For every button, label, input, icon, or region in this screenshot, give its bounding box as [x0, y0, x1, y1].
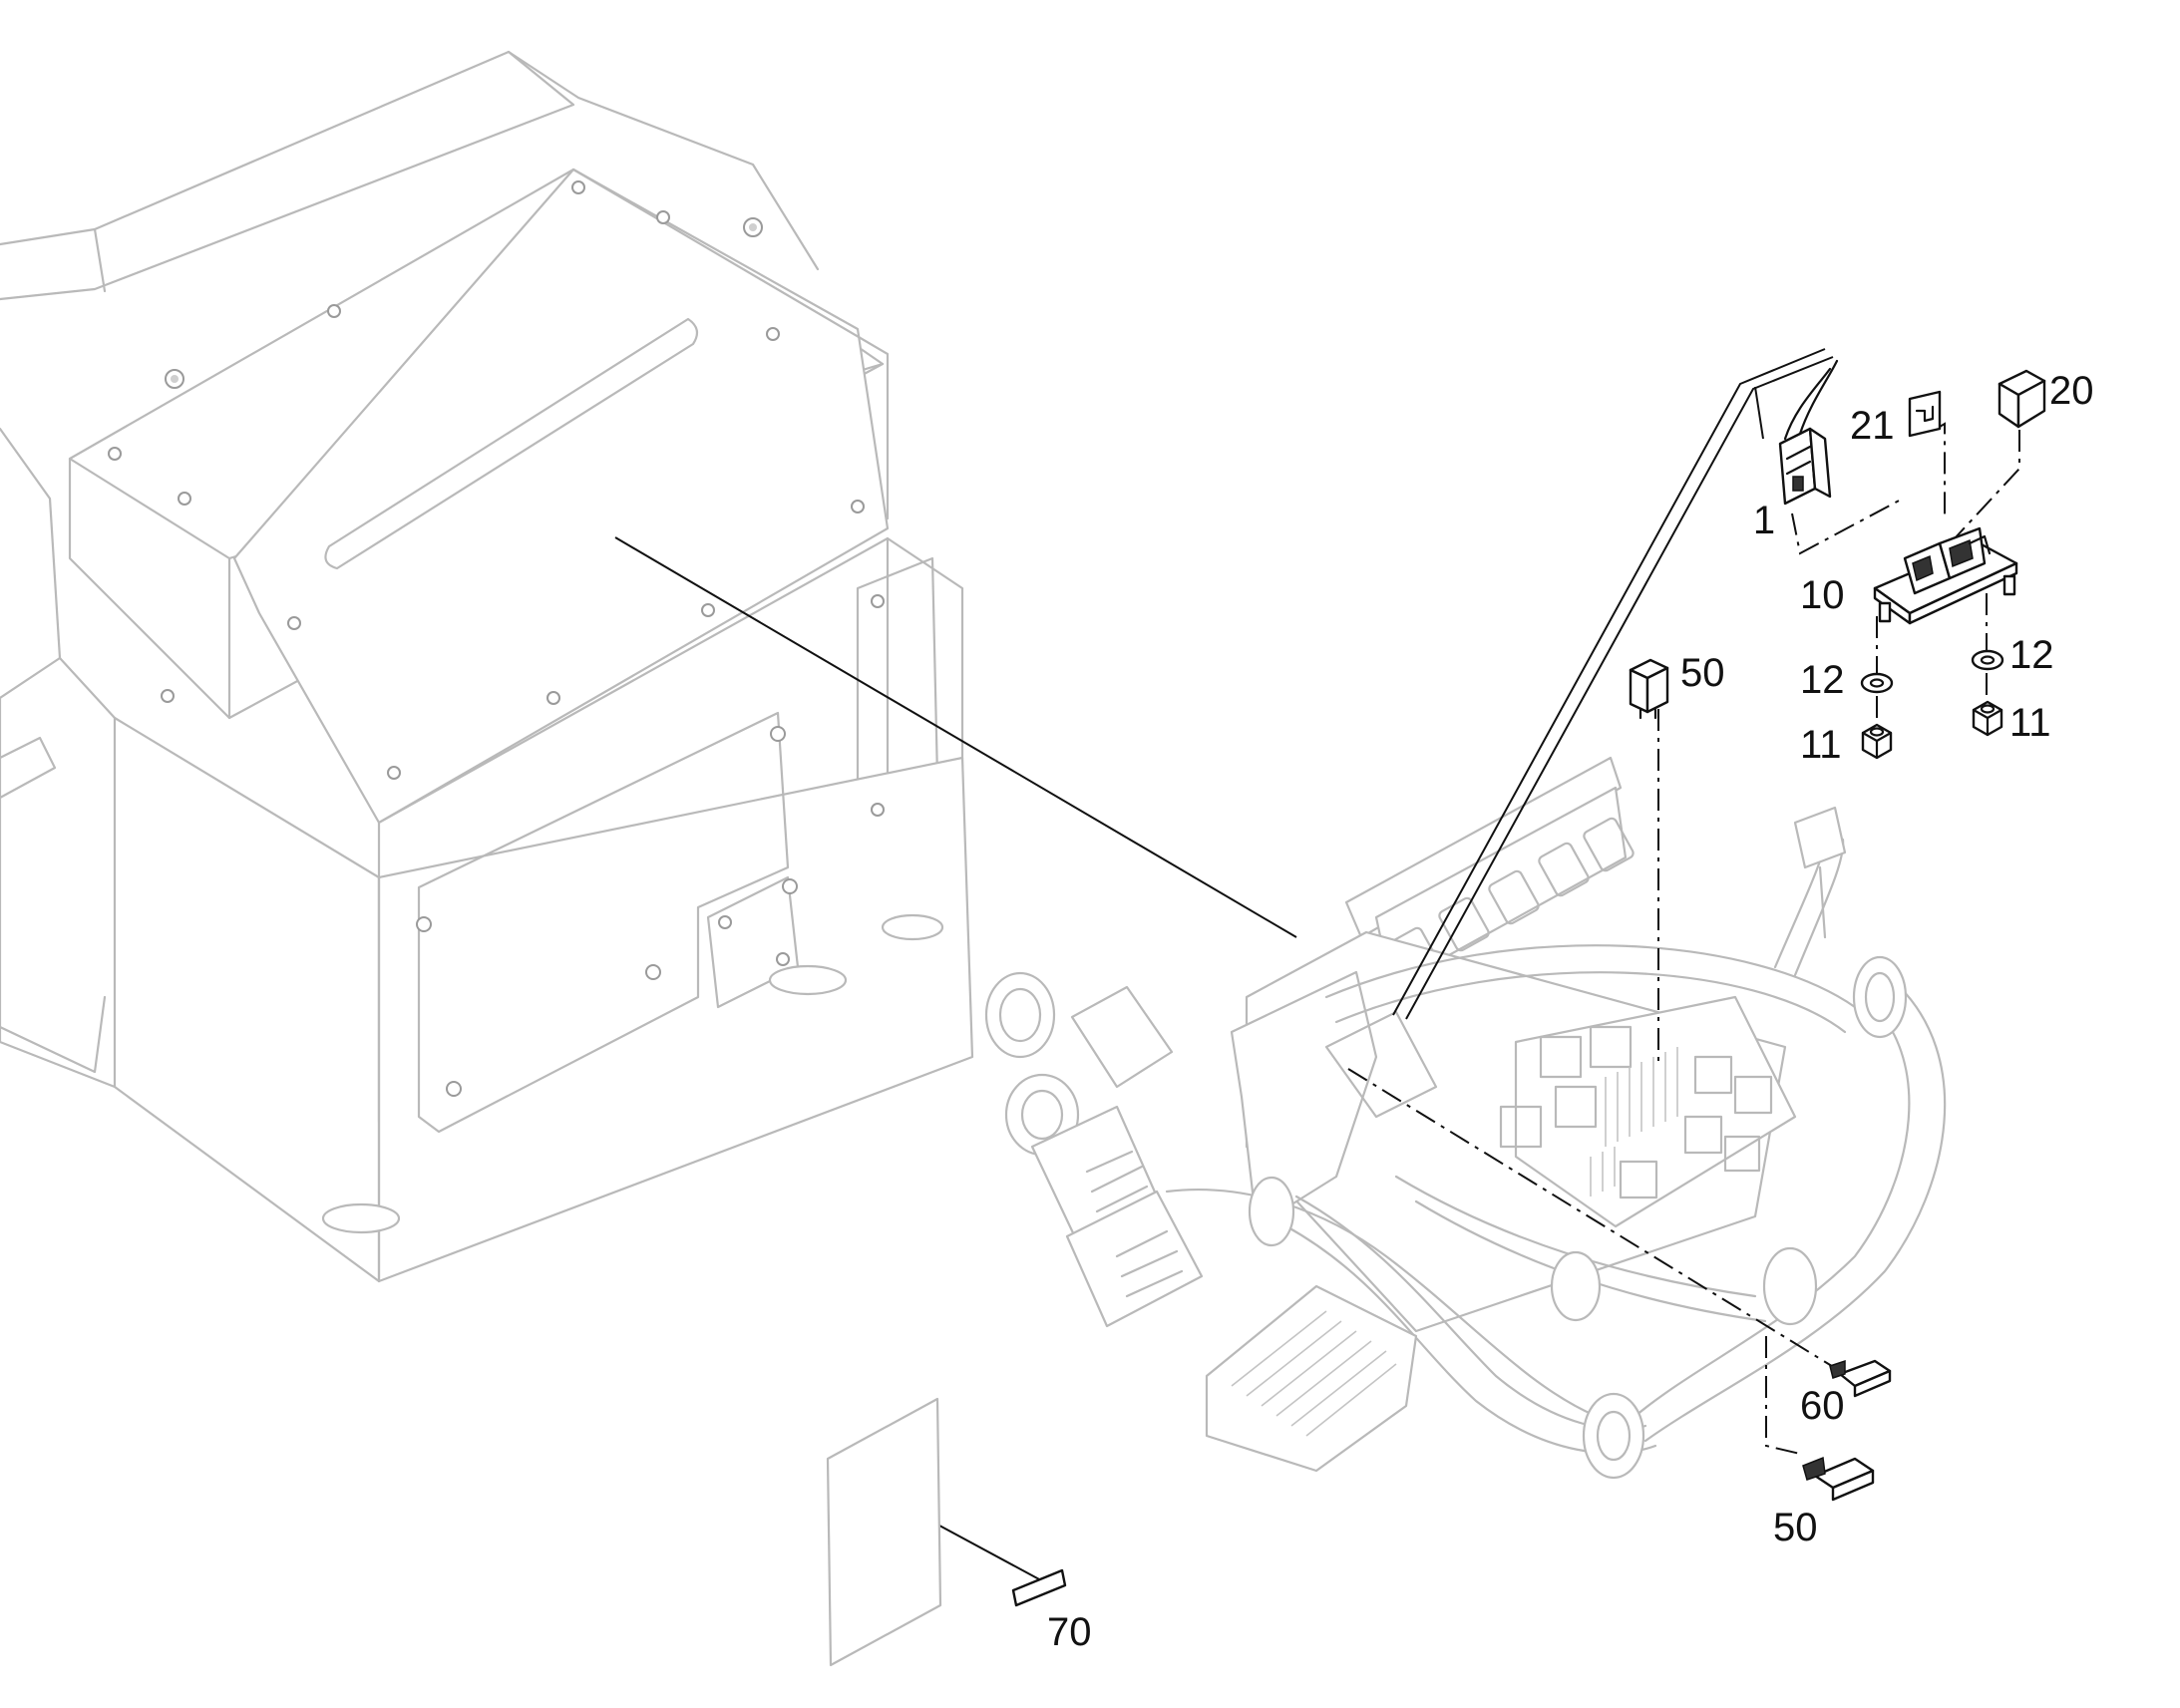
hex-nut-part-11b[interactable] — [1972, 700, 2003, 737]
washer-part-12b[interactable] — [1971, 649, 2004, 671]
callout-20: 20 — [2049, 369, 2094, 413]
relay-part-20[interactable] — [1998, 369, 2046, 429]
decal-part-70[interactable] — [826, 1397, 1067, 1667]
callout-labels: 1 10 11 11 12 12 20 21 50 50 60 70 — [1047, 369, 2094, 1654]
callout-21: 21 — [1850, 404, 1895, 448]
callout-50b: 50 — [1773, 1506, 1818, 1549]
relay-clip-part-21[interactable] — [1908, 390, 1942, 438]
callout-12a: 12 — [1800, 658, 1845, 702]
relay-socket-part-10[interactable] — [1873, 526, 2018, 625]
wiring-harness-assembly — [984, 756, 1947, 1480]
callout-11b: 11 — [2009, 701, 2051, 745]
callout-11a: 11 — [1800, 723, 1842, 767]
callout-60: 60 — [1800, 1384, 1845, 1428]
washer-part-12a[interactable] — [1860, 672, 1894, 694]
fuse-part-50a[interactable] — [1629, 658, 1669, 720]
connector-part-1[interactable] — [1778, 359, 1839, 506]
callout-1: 1 — [1753, 499, 1775, 542]
hex-nut-part-11a[interactable] — [1861, 723, 1893, 760]
callout-12b: 12 — [2009, 633, 2054, 677]
leader-lines — [614, 348, 1834, 1581]
callout-10: 10 — [1800, 573, 1845, 617]
callout-50a: 50 — [1680, 651, 1725, 695]
fuse-part-60[interactable] — [1829, 1359, 1892, 1398]
machine-housing — [0, 50, 974, 1283]
callout-70: 70 — [1047, 1610, 1092, 1654]
fuse-part-50b[interactable] — [1802, 1456, 1875, 1502]
